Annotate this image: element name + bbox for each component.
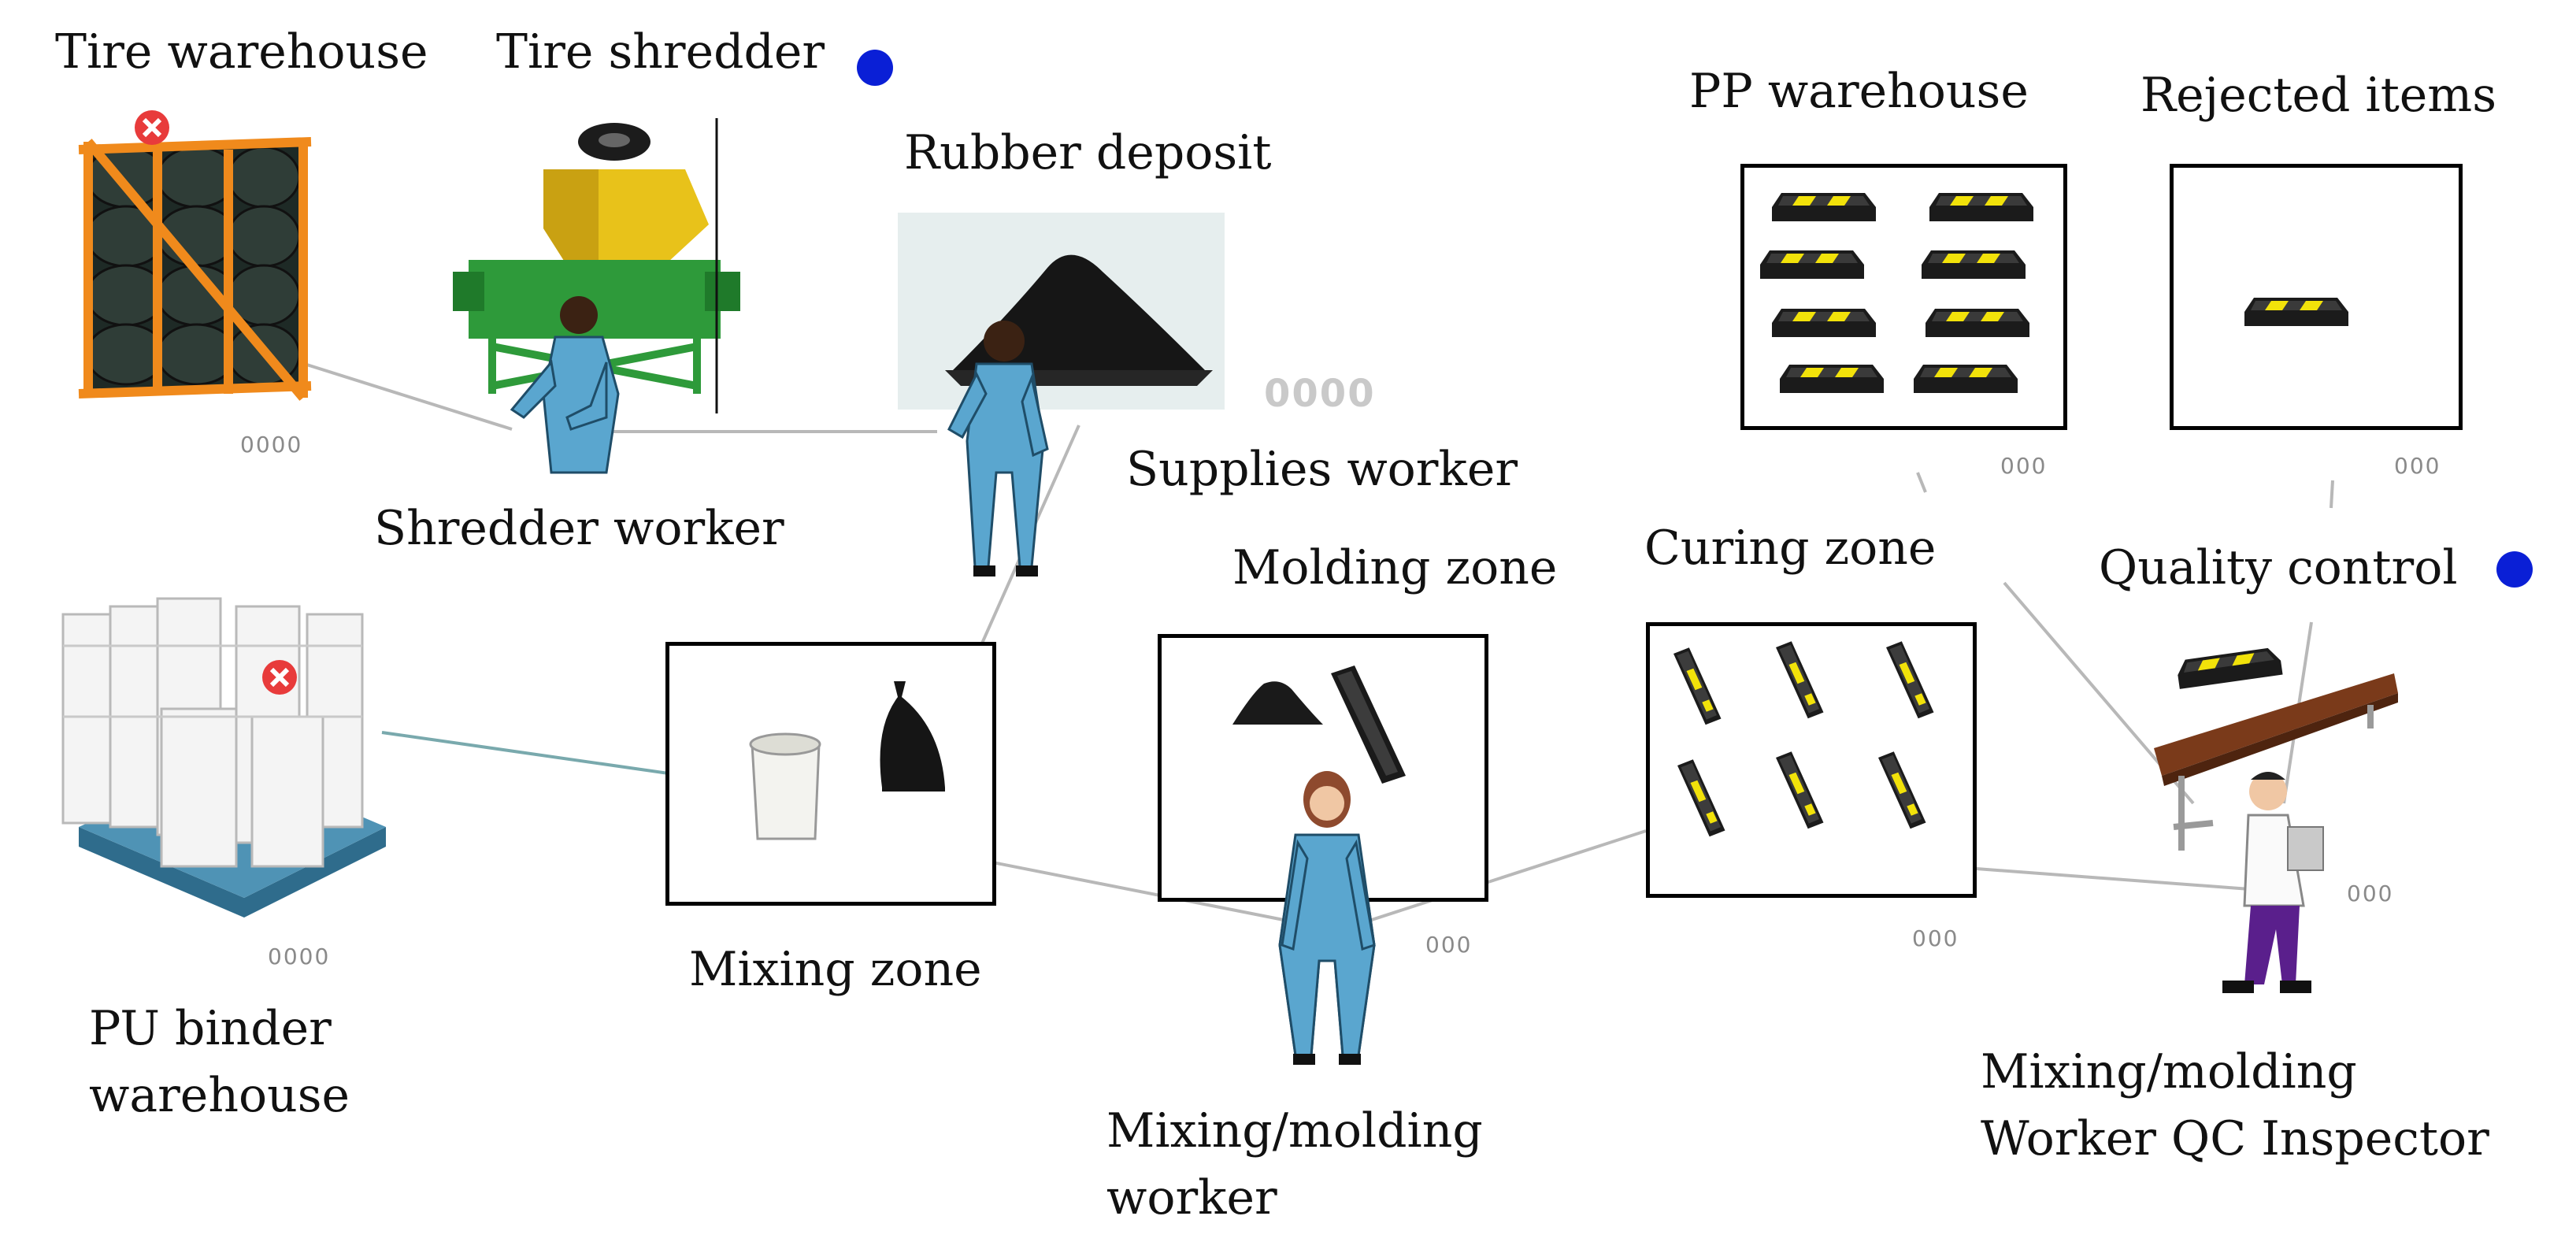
cross-circle-icon — [262, 660, 297, 695]
rubber-deposit-image — [898, 213, 1225, 410]
mixing-zone — [665, 642, 996, 906]
tire-shredder-status-dot — [857, 50, 893, 86]
curing-zone — [1646, 622, 1977, 898]
label-supplies-worker: Supplies worker — [1126, 442, 1518, 497]
counter-qc-inspector: 000 — [2347, 881, 2394, 906]
label-tire-warehouse: Tire warehouse — [55, 24, 428, 80]
pp-warehouse-zone — [1740, 164, 2067, 430]
label-pu-binder-line2: warehouse — [89, 1068, 350, 1123]
tire-rack-image — [78, 137, 312, 401]
shredder-worker-figure — [510, 296, 620, 474]
label-rubber-deposit: Rubber deposit — [904, 125, 1272, 180]
flow-connectors — [298, 361, 2334, 927]
label-molding-zone: Molding zone — [1232, 540, 1558, 595]
label-curing-zone: Curing zone — [1644, 521, 1937, 576]
counter-molding-zone: 000 — [1425, 932, 1473, 958]
counter-tire-warehouse: 0000 — [240, 432, 303, 458]
rejected-items-zone — [2170, 164, 2463, 430]
label-mixing-molding-worker-line1: Mixing/molding — [1106, 1103, 1483, 1159]
counter-curing-zone: 000 — [1912, 925, 1959, 951]
label-pu-binder-line1: PU binder — [89, 1001, 332, 1056]
label-quality-control: Quality control — [2099, 540, 2458, 595]
cross-circle-icon — [135, 110, 169, 145]
counter-pp-warehouse: 000 — [2000, 453, 2048, 479]
label-tire-shredder: Tire shredder — [496, 24, 825, 80]
label-qc-inspector-line1: Mixing/molding — [1981, 1044, 2357, 1099]
quality-control-status-dot — [2496, 551, 2533, 588]
label-mixing-zone: Mixing zone — [689, 942, 982, 997]
counter-rubber-deposit: 0000 — [1264, 372, 1376, 416]
counter-pu-binder: 0000 — [268, 944, 331, 970]
molding-zone — [1158, 634, 1488, 902]
label-rejected-items: Rejected items — [2140, 68, 2496, 123]
supplies-worker-figure — [947, 321, 1049, 577]
label-pp-warehouse: PP warehouse — [1689, 64, 2029, 119]
tire-shredder-image — [453, 118, 740, 413]
label-mixing-molding-worker-line2: worker — [1106, 1170, 1277, 1225]
qc-station-figure — [2154, 646, 2398, 993]
label-shredder-worker: Shredder worker — [374, 501, 784, 556]
counter-rejected-items: 000 — [2394, 453, 2441, 479]
label-qc-inspector-line2: Worker QC Inspector — [1981, 1111, 2489, 1166]
pu-binder-pallets-image — [61, 597, 386, 918]
